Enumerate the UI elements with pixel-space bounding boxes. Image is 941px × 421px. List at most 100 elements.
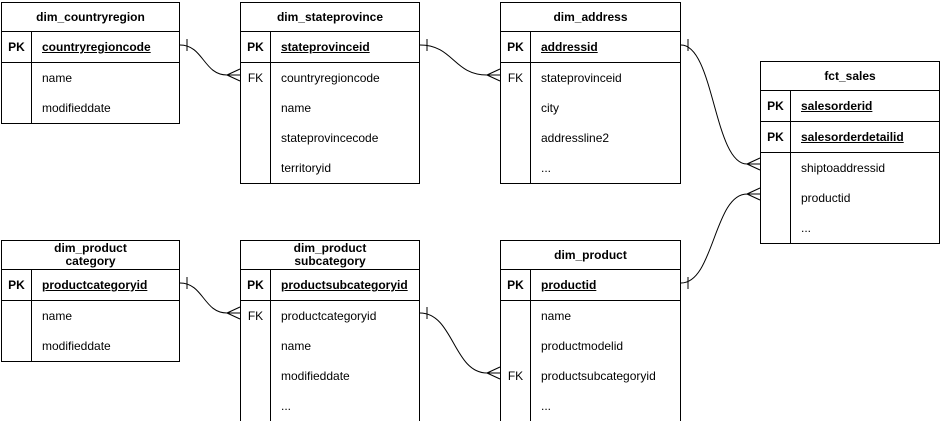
field-name: name	[42, 71, 73, 85]
field-name: modifieddate	[281, 369, 350, 383]
field-row-dim_productcategory[interactable]: modifieddate	[2, 331, 179, 361]
field-row-dim_address[interactable]: ...	[501, 153, 680, 183]
field-row-dim_countryregion[interactable]: name	[2, 63, 179, 93]
field-name: territoryid	[281, 161, 332, 175]
field-tag-spacer	[501, 331, 531, 361]
field-name: stateprovincecode	[281, 131, 379, 145]
field-name: stateprovinceid	[281, 40, 370, 54]
connector-dim_productsubcategory-to-dim_product[interactable]	[419, 307, 501, 380]
field-row-dim_countryregion[interactable]: modifieddate	[2, 93, 179, 123]
fk-label: FK	[241, 301, 271, 331]
table-title-dim_stateprovince: dim_stateprovince	[241, 3, 419, 32]
pk-label: PK	[501, 270, 531, 300]
connector-path[interactable]	[680, 187, 761, 289]
field-name: salesorderid	[801, 99, 873, 113]
field-name: name	[42, 309, 73, 323]
field-name: productcategoryid	[281, 309, 377, 323]
pk-label: PK	[501, 32, 531, 62]
connector-path[interactable]	[419, 39, 501, 82]
field-name: stateprovinceid	[541, 71, 622, 85]
field-tag-spacer	[2, 93, 32, 123]
field-name: countryregioncode	[281, 71, 380, 85]
pk-label: PK	[761, 91, 791, 121]
field-name: addressid	[541, 40, 598, 54]
field-name: modifieddate	[42, 101, 111, 115]
table-title-dim_countryregion: dim_countryregion	[2, 3, 179, 32]
field-row-dim_productsubcategory[interactable]: ...	[241, 391, 419, 421]
field-row-dim_stateprovince[interactable]: stateprovincecode	[241, 123, 419, 153]
field-name: name	[541, 309, 572, 323]
connector-path[interactable]	[179, 39, 241, 82]
connector-path[interactable]	[419, 307, 501, 380]
pk-label: PK	[241, 270, 271, 300]
field-row-dim_productcategory[interactable]: name	[2, 301, 179, 331]
field-name: modifieddate	[42, 339, 111, 353]
field-row-dim_product[interactable]: ...	[501, 391, 680, 421]
field-tag-spacer	[761, 213, 791, 243]
table-title-dim_productcategory: dim_product category	[2, 241, 179, 270]
field-name: productmodelid	[541, 339, 624, 353]
field-name: productid	[541, 278, 597, 292]
field-row-dim_stateprovince[interactable]: FK countryregioncode	[241, 63, 419, 93]
field-row-fct_sales[interactable]: shiptoaddressid	[761, 153, 939, 183]
connector-path[interactable]	[680, 39, 761, 171]
field-row-dim_address[interactable]: addressline2	[501, 123, 680, 153]
connector-path[interactable]	[179, 277, 241, 320]
connector-dim_address-to-fct_sales[interactable]	[680, 39, 761, 171]
field-name: salesorderdetailid	[801, 130, 904, 144]
field-row-dim_stateprovince[interactable]: territoryid	[241, 153, 419, 183]
key-field-row-dim_stateprovince[interactable]: PK stateprovinceid	[241, 32, 419, 63]
pk-label: PK	[2, 32, 32, 62]
table-title-fct_sales: fct_sales	[761, 62, 939, 91]
key-field-row-fct_sales[interactable]: PK salesorderid	[761, 91, 939, 122]
connector-dim_product-to-fct_sales[interactable]	[680, 187, 761, 289]
field-tag-spacer	[2, 301, 32, 331]
field-row-dim_stateprovince[interactable]: name	[241, 93, 419, 123]
field-name: ...	[801, 221, 812, 235]
field-tag-spacer	[241, 153, 271, 183]
field-name: name	[281, 339, 312, 353]
field-tag-spacer	[2, 331, 32, 361]
field-tag-spacer	[501, 153, 531, 183]
fk-label: FK	[241, 63, 271, 93]
field-row-dim_productsubcategory[interactable]: modifieddate	[241, 361, 419, 391]
field-name: addressline2	[541, 131, 610, 145]
connector-dim_productcategory-to-dim_productsubcategory[interactable]	[179, 277, 241, 320]
field-tag-spacer	[241, 361, 271, 391]
key-field-row-dim_product[interactable]: PK productid	[501, 270, 680, 301]
field-row-dim_productsubcategory[interactable]: name	[241, 331, 419, 361]
field-tag-spacer	[761, 153, 791, 183]
field-row-dim_product[interactable]: name	[501, 301, 680, 331]
field-name: productcategoryid	[42, 278, 148, 292]
field-row-fct_sales[interactable]: ...	[761, 213, 939, 243]
field-tag-spacer	[241, 93, 271, 123]
connector-dim_countryregion-to-dim_stateprovince[interactable]	[179, 39, 241, 82]
connector-dim_stateprovince-to-dim_address[interactable]	[419, 39, 501, 82]
field-row-fct_sales[interactable]: productid	[761, 183, 939, 213]
field-tag-spacer	[241, 123, 271, 153]
table-title-dim_product: dim_product	[501, 241, 680, 270]
field-row-dim_product[interactable]: productmodelid	[501, 331, 680, 361]
field-tag-spacer	[761, 183, 791, 213]
field-name: city	[541, 101, 559, 115]
fk-label: FK	[501, 361, 531, 391]
key-field-row-dim_countryregion[interactable]: PK countryregioncode	[2, 32, 179, 63]
field-row-dim_productsubcategory[interactable]: FK productcategoryid	[241, 301, 419, 331]
field-row-dim_address[interactable]: city	[501, 93, 680, 123]
key-field-row-dim_address[interactable]: PK addressid	[501, 32, 680, 63]
field-name: countryregioncode	[42, 40, 151, 54]
pk-label: PK	[241, 32, 271, 62]
